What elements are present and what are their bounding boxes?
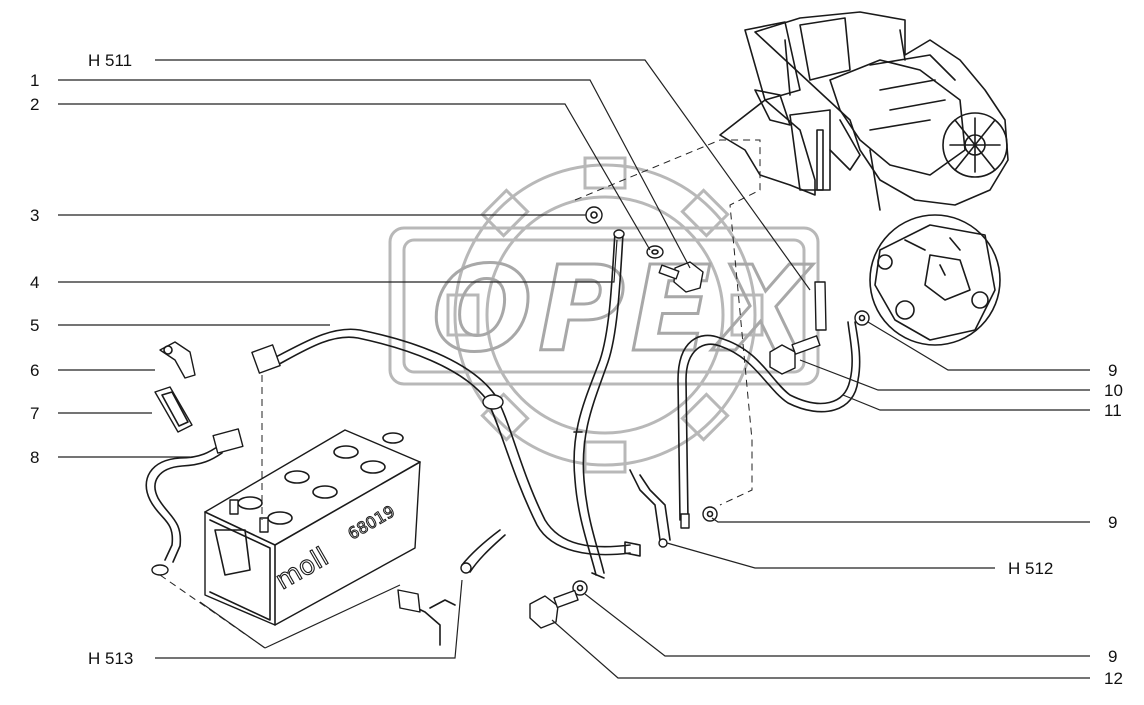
- callout-3: 3: [30, 206, 39, 225]
- lock-washer-9a: [854, 310, 870, 326]
- callout-h511: H 511: [88, 51, 132, 70]
- callout-5: 5: [30, 316, 39, 335]
- callout-11: 11: [1104, 401, 1122, 420]
- clip-6: [159, 341, 196, 379]
- cables: [145, 231, 861, 646]
- callout-9-middle: 9: [1108, 513, 1117, 532]
- watermark-gear: [446, 156, 764, 474]
- bolt-12: [529, 595, 559, 629]
- callout-12: 12: [1104, 669, 1123, 688]
- callout-labels-left: H 511 1 2 3 4 5 6 7 8 H 513: [30, 51, 133, 668]
- battery: moll 68019: [204, 429, 421, 626]
- ground-lug: [151, 564, 169, 576]
- callout-h512: H 512: [1008, 559, 1053, 578]
- small-parts: [154, 206, 870, 629]
- ground-guide: [159, 574, 266, 649]
- callout-2: 2: [30, 95, 39, 114]
- bolt-10: [769, 344, 796, 375]
- engine-illustration: [719, 11, 1009, 206]
- ground-cable: [145, 444, 221, 561]
- positive-terminal-clamp: [251, 344, 281, 374]
- lock-washer-9b: [702, 506, 718, 522]
- starter-cable-left: [573, 231, 616, 576]
- callout-8: 8: [30, 448, 39, 467]
- watermark-text: OPEX: [432, 240, 814, 378]
- bolt-1: [673, 261, 704, 293]
- negative-terminal-clamp: [212, 428, 244, 454]
- callout-1: 1: [30, 71, 39, 90]
- callout-7: 7: [30, 404, 39, 423]
- lock-washer-9c: [572, 580, 588, 596]
- leader-lines: [58, 59, 1090, 679]
- callout-9-lower: 9: [1108, 647, 1117, 666]
- cable-grommet: [482, 394, 504, 410]
- callout-4: 4: [30, 273, 39, 292]
- starter-cable-right: [677, 321, 853, 521]
- callout-h513: H 513: [88, 649, 133, 668]
- callout-6: 6: [30, 361, 39, 380]
- cable-lug: [680, 513, 690, 529]
- callout-10: 10: [1104, 381, 1123, 400]
- watermark: OPEX: [388, 156, 820, 474]
- lock-washer-3: [585, 206, 603, 224]
- callout-labels-right: 9 10 11 9 H 512 9 12: [1008, 361, 1123, 688]
- starter-detail: [869, 149, 1001, 346]
- assembly-outline: [574, 139, 761, 506]
- callout-9-upper: 9: [1108, 361, 1117, 380]
- washer-2: [646, 245, 664, 259]
